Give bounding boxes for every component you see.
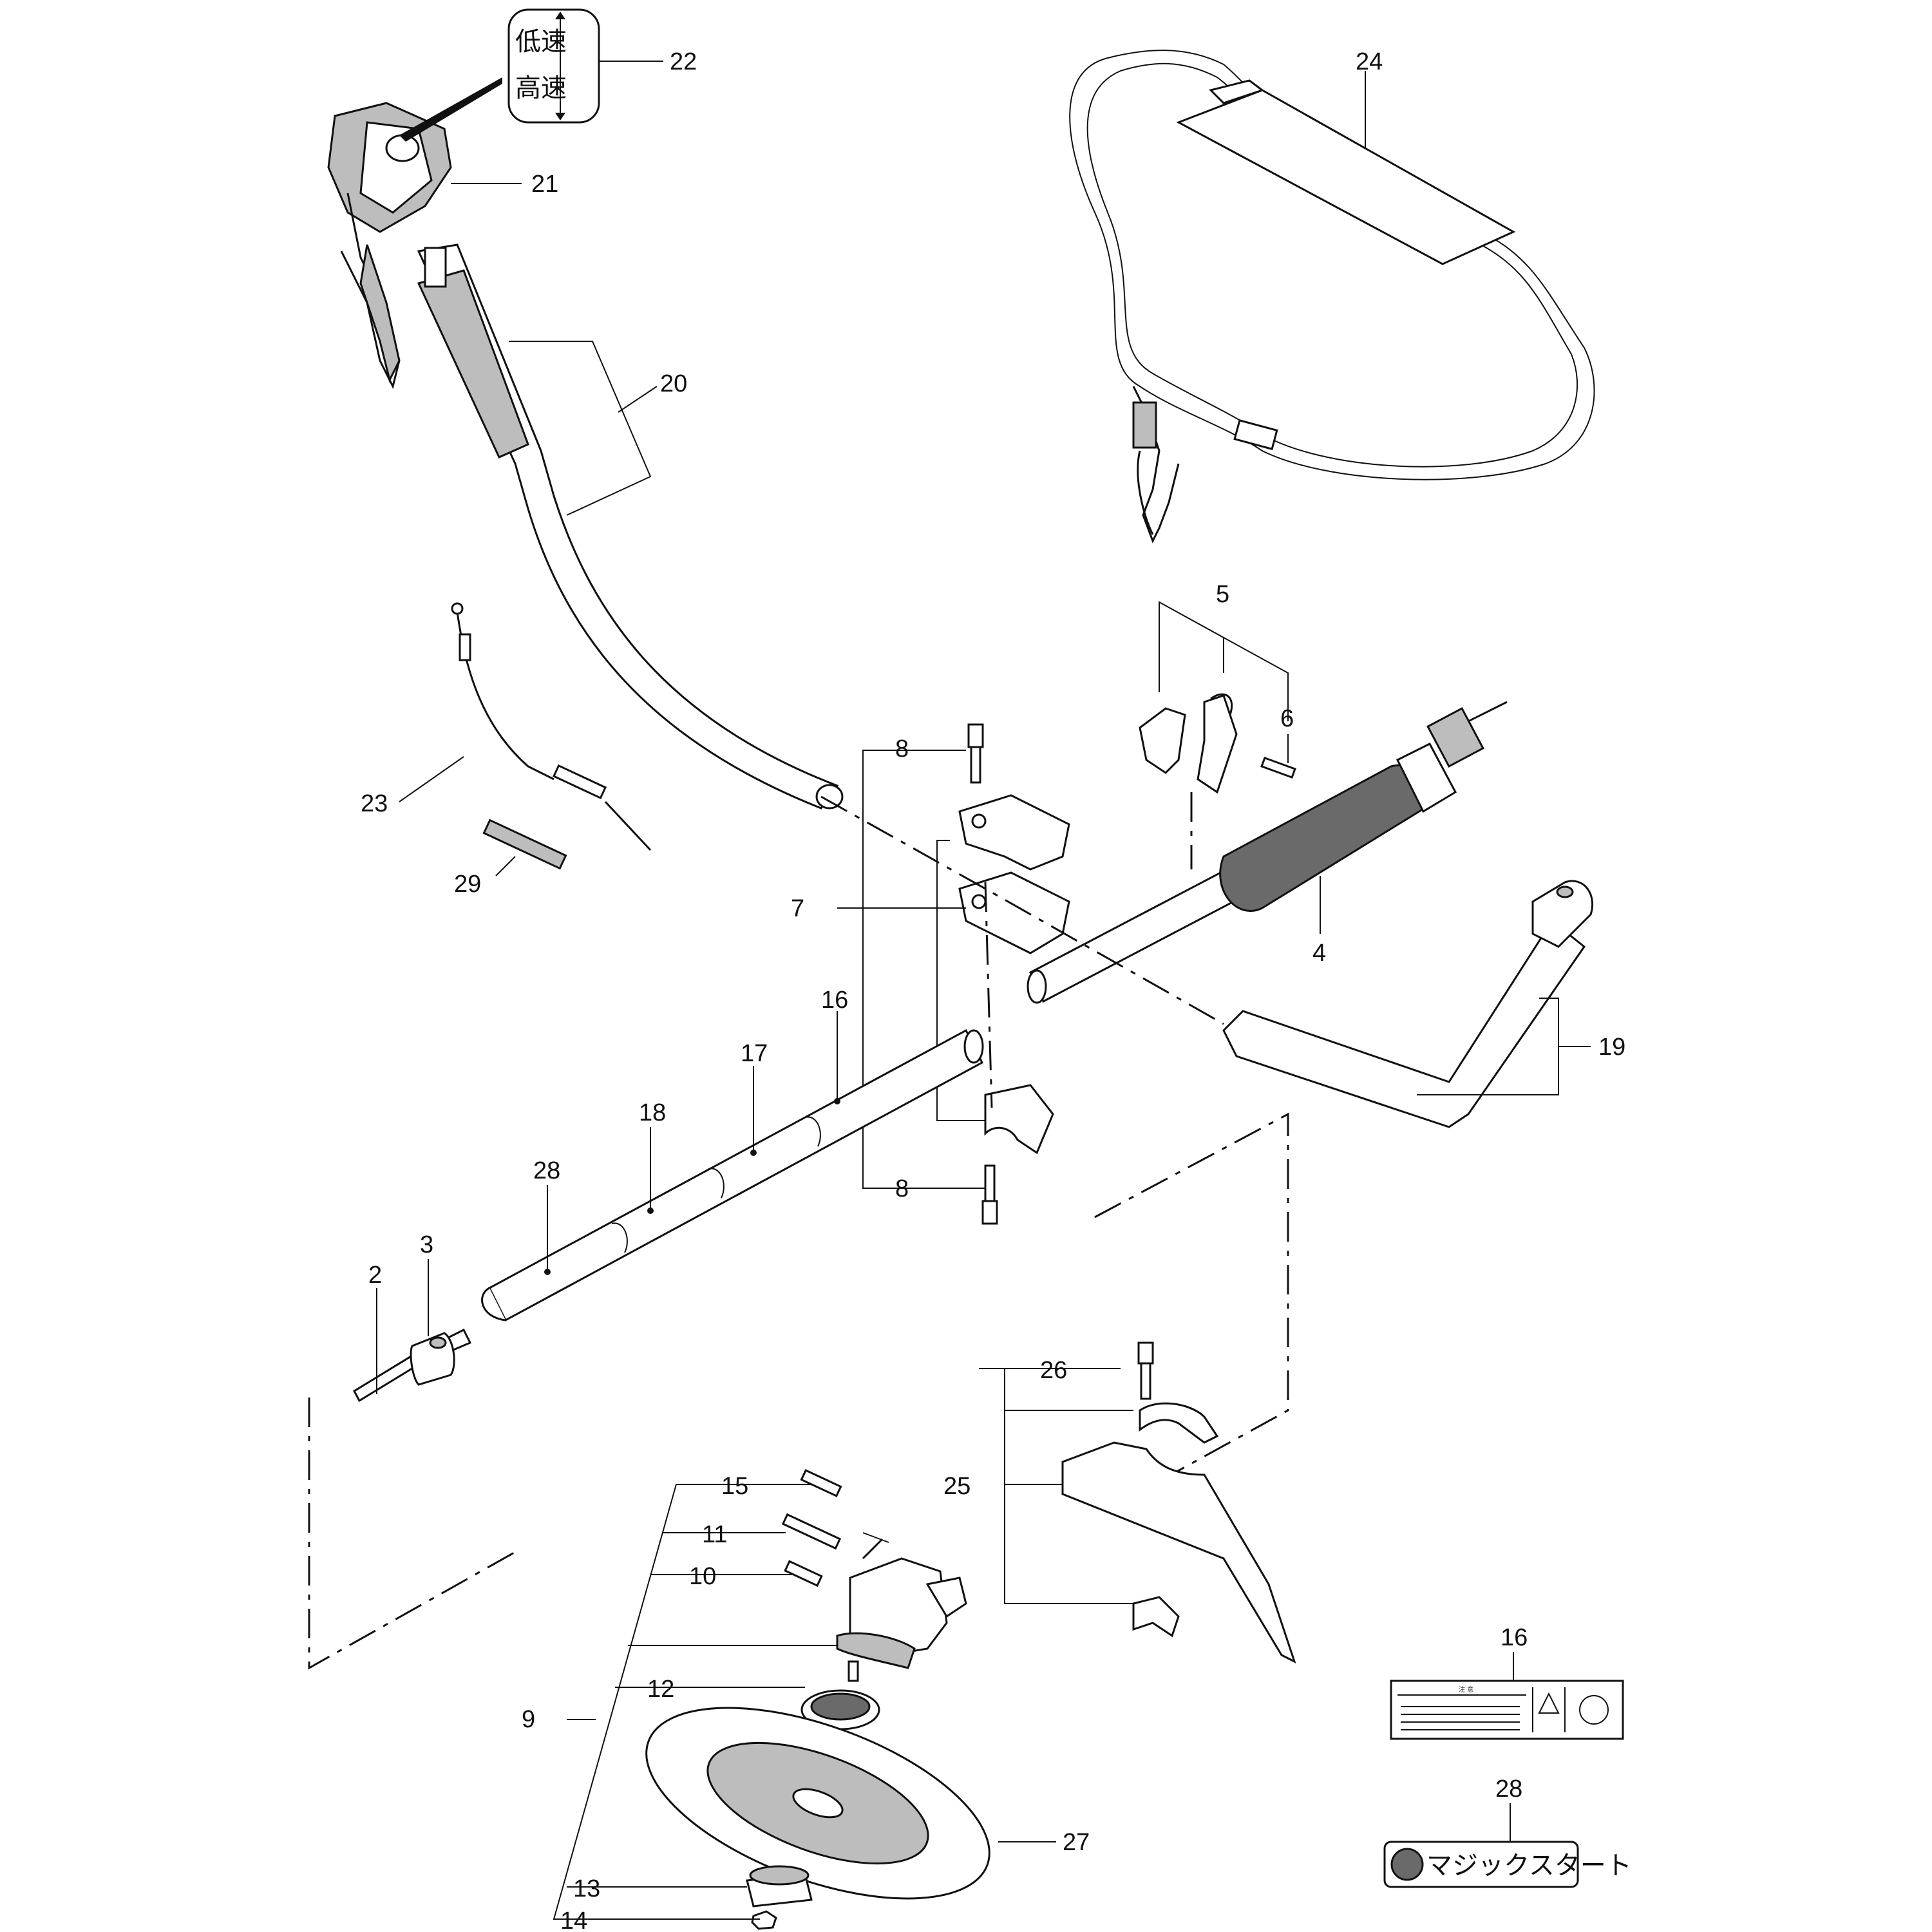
- switch-label-low: 低速: [515, 28, 567, 56]
- callout-2: 2: [368, 1262, 382, 1289]
- callout-6: 6: [1280, 705, 1294, 732]
- callout-13: 13: [573, 1875, 600, 1902]
- callout-20: 20: [660, 370, 687, 397]
- callout-3: 3: [420, 1231, 433, 1258]
- decal-16-header: 注 意: [1459, 1685, 1473, 1694]
- callout-10: 10: [689, 1563, 716, 1590]
- callout-11: 11: [702, 1521, 727, 1548]
- clamp-part-7: [958, 794, 1070, 1155]
- callout-8-top: 8: [895, 735, 909, 762]
- clamp-bolt-part-8-top: [967, 723, 984, 784]
- callout-24: 24: [1356, 48, 1383, 75]
- nut-part-14: [751, 1910, 777, 1930]
- guard-part-25: [1061, 1402, 1296, 1663]
- guard-clamp-bolt-part-26: [1137, 1341, 1154, 1400]
- callout-22: 22: [670, 48, 697, 75]
- callout-19: 19: [1598, 1034, 1625, 1061]
- callout-16-decal: 16: [1501, 1624, 1528, 1651]
- retainer-part-13: [746, 1865, 813, 1908]
- left-handle-part-20: [417, 243, 844, 810]
- drive-shaft-pipe-part-4: [1027, 701, 1508, 1004]
- gear-case-part-9: [836, 1557, 967, 1682]
- warning-decal-part-16: 注 意: [1390, 1652, 1624, 1740]
- callout-15: 15: [721, 1473, 748, 1500]
- callout-14: 14: [560, 1908, 587, 1932]
- bolt-part-10: [784, 1560, 823, 1587]
- holder-part-12: [800, 1689, 880, 1730]
- callout-5: 5: [1216, 581, 1229, 608]
- speed-switch-label-part-22: 低速 高速: [507, 8, 600, 124]
- bolt-part-15: [800, 1469, 842, 1497]
- callout-16: 16: [821, 987, 848, 1014]
- callout-28: 28: [533, 1157, 560, 1184]
- right-handle-part-19: [1222, 880, 1594, 1128]
- throttle-lever-part-21: [327, 102, 452, 390]
- clamp-bolt-part-8-bottom: [981, 1164, 998, 1225]
- callout-9: 9: [522, 1706, 535, 1733]
- callout-18: 18: [639, 1099, 666, 1126]
- bushing-part-3: [410, 1332, 455, 1386]
- blade-part-27: [645, 1707, 990, 1900]
- hanger-bracket-part-5: [1139, 693, 1238, 794]
- callout-27: 27: [1063, 1829, 1090, 1856]
- cable-spring-part-29: [482, 819, 567, 870]
- callout-4: 4: [1312, 940, 1326, 967]
- bolt-part-11: [781, 1513, 842, 1550]
- switch-label-high: 高速: [515, 74, 567, 102]
- callout-23: 23: [361, 790, 388, 817]
- callout-7: 7: [791, 895, 804, 922]
- shoulder-harness-part-24: [1069, 50, 1595, 544]
- decal-28-text: マジックスタート: [1426, 1852, 1632, 1880]
- throttle-cable-part-23: [451, 602, 652, 851]
- shaft-tube-part-16-17-18-28: [481, 1028, 984, 1322]
- callout-12: 12: [647, 1676, 674, 1703]
- callout-26: 26: [1040, 1357, 1067, 1384]
- hanger-bolt-part-6: [1260, 756, 1296, 779]
- callout-8-bottom: 8: [895, 1175, 909, 1202]
- callout-28-decal: 28: [1495, 1776, 1522, 1803]
- callout-25: 25: [943, 1473, 971, 1500]
- magic-start-decal-part-28: マジックスタート: [1383, 1803, 1632, 1888]
- callout-29: 29: [454, 871, 481, 898]
- callout-17: 17: [741, 1040, 768, 1067]
- callout-21: 21: [531, 171, 558, 198]
